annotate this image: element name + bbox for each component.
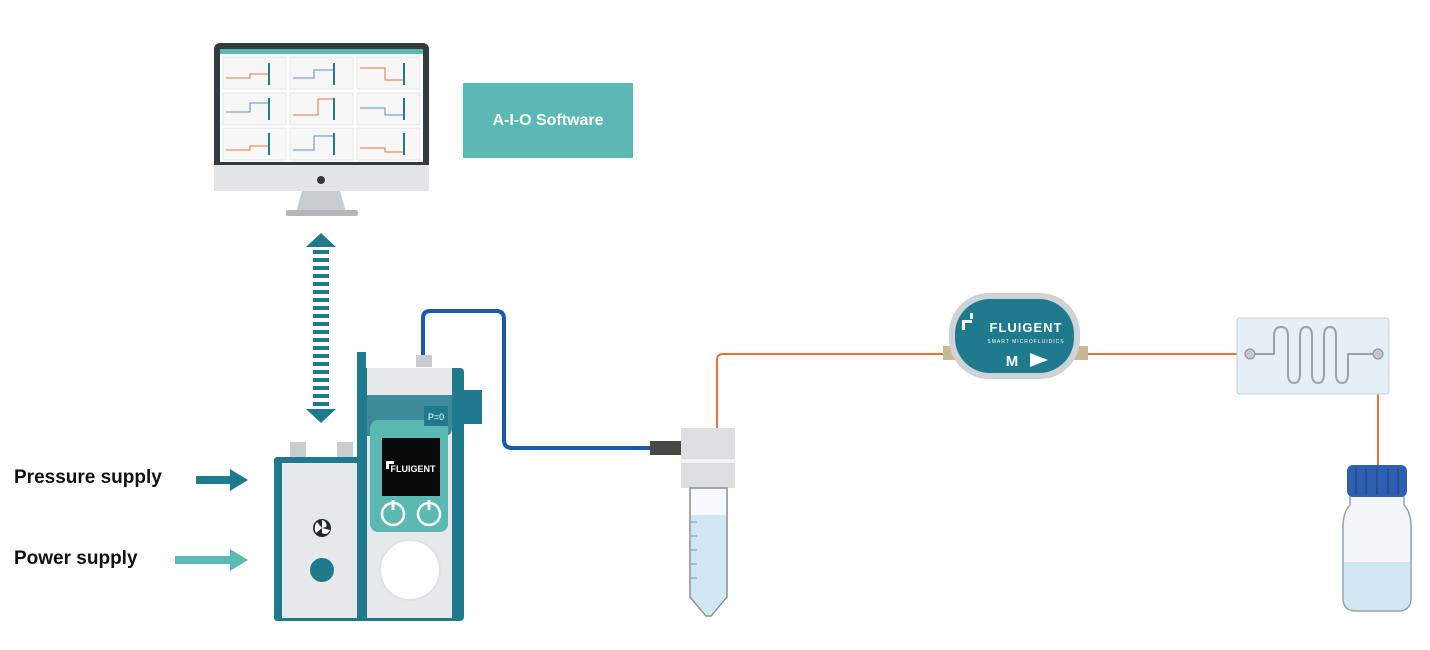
controller-screen-logo: FLUIGENT: [391, 464, 436, 474]
software-screen: [220, 49, 423, 161]
controller-dial[interactable]: [379, 539, 441, 601]
computer-monitor: [214, 43, 429, 216]
fluigent-logo-icon: [962, 313, 973, 330]
flow-sensor: FLUIGENT SMART MICROFLUIDICS M: [943, 293, 1088, 379]
pressure-supply-label: Pressure supply: [14, 467, 162, 488]
power-supply-arrow: [175, 549, 248, 571]
blue-pressure-tubing: [421, 309, 650, 450]
sensor-tagline: SMART MICROFLUIDICS: [987, 339, 1064, 345]
pressure-zero-label: P=0: [428, 412, 444, 422]
fluigent-logo-icon: [386, 461, 394, 469]
right-knob[interactable]: [416, 500, 442, 527]
reservoir-tube: [650, 428, 735, 617]
flow-direction-icon: [1030, 353, 1048, 367]
sensor-brand: FLUIGENT: [990, 320, 1063, 335]
pressure-supply-arrow: [196, 469, 248, 491]
fan-icon: [313, 519, 331, 537]
waste-bottle: [1342, 465, 1412, 612]
data-link-double-arrow: [306, 233, 336, 423]
pressure-controller: P=0 FLUIGENT: [357, 352, 482, 621]
microfluidic-chip: [1236, 317, 1390, 395]
power-module: [274, 442, 364, 621]
software-label: A-I-O Software: [492, 111, 604, 129]
pressure-zero-button[interactable]: P=0: [424, 406, 448, 426]
power-button[interactable]: [310, 558, 334, 582]
software-label-box: A-I-O Software: [463, 83, 633, 158]
power-supply-label: Power supply: [14, 548, 138, 569]
sensor-model: M: [1006, 353, 1019, 370]
chip-inlet: [1244, 348, 1256, 360]
orange-tubing-reservoir-to-sensor: [716, 353, 945, 428]
controller-screen: [382, 438, 440, 496]
left-knob[interactable]: [380, 500, 406, 527]
chip-outlet: [1372, 348, 1384, 360]
